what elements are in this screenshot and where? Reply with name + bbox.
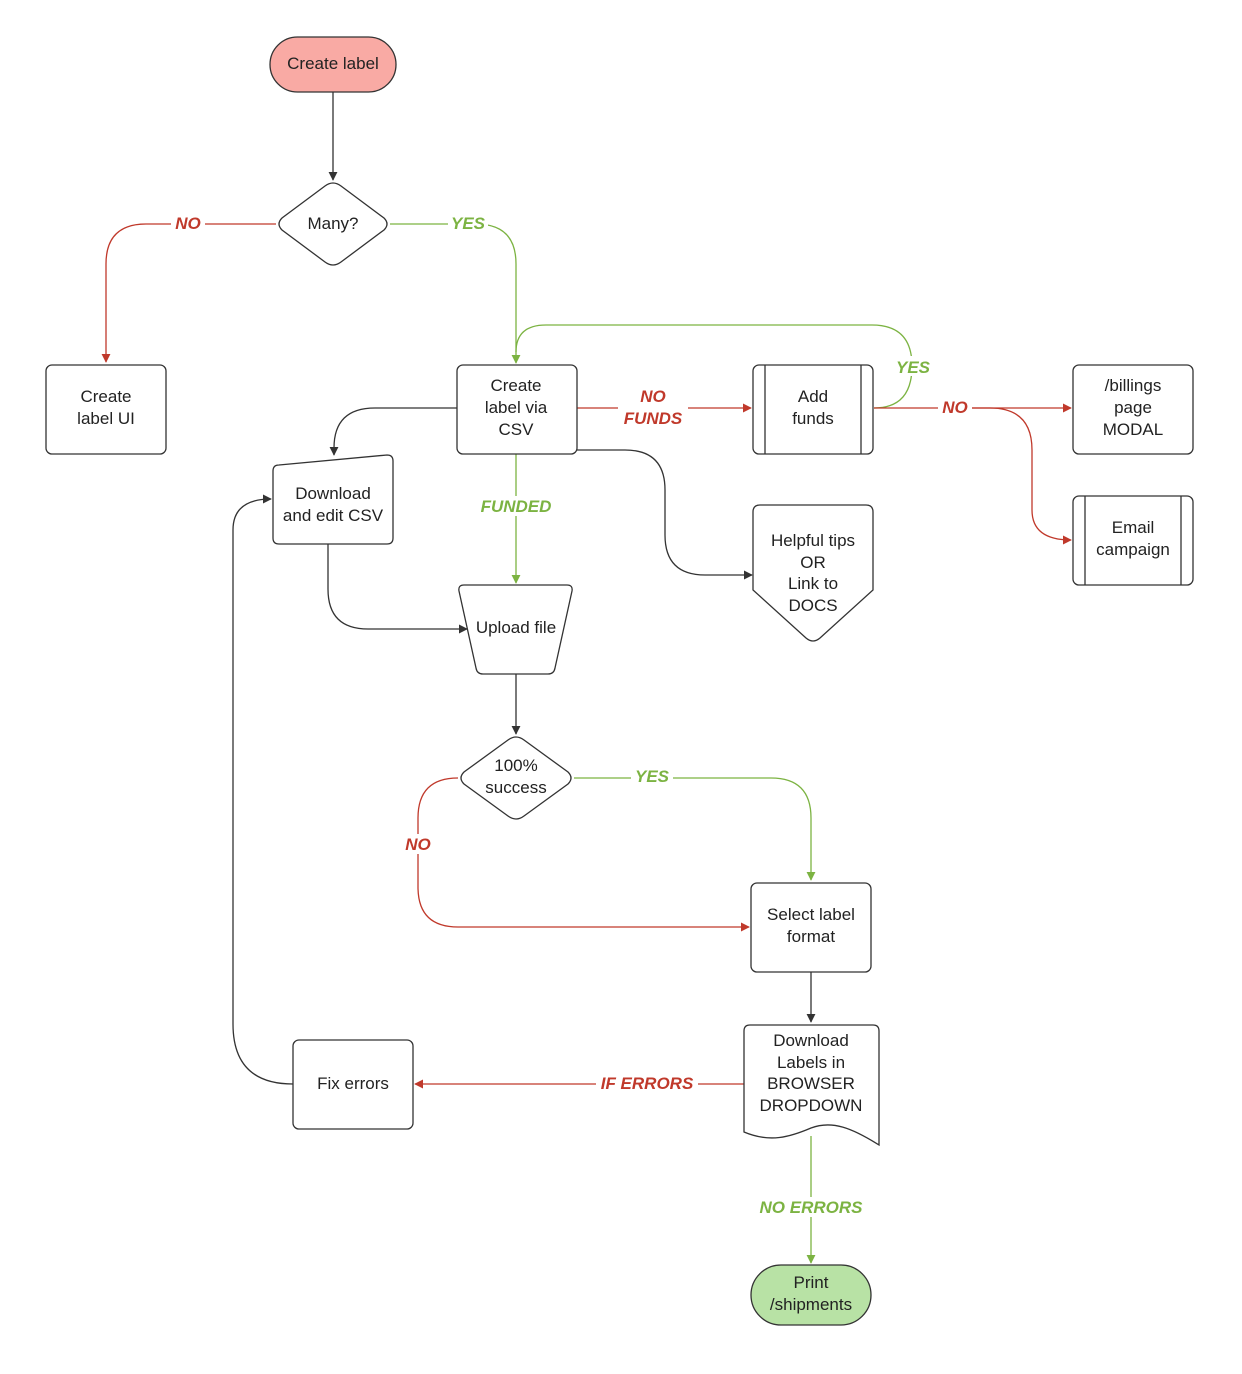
node-fix-errors: Fix errors — [292, 1039, 414, 1130]
edge-success-yes — [574, 777, 816, 881]
svg-text:NO: NO — [405, 835, 431, 854]
svg-text:FUNDS: FUNDS — [624, 409, 683, 428]
svg-text:IF ERRORS: IF ERRORS — [601, 1074, 694, 1093]
edge-label-if-errors: IF ERRORS — [596, 1073, 698, 1093]
edge-success-no — [417, 777, 750, 932]
svg-text:Add: Add — [798, 387, 828, 406]
node-create-label-via-csv: Create label via CSV — [456, 364, 578, 455]
svg-text:YES: YES — [635, 767, 670, 786]
node-create-label-ui: Create label UI — [45, 364, 167, 455]
svg-text:MODAL: MODAL — [1103, 420, 1163, 439]
svg-text:DROPDOWN: DROPDOWN — [760, 1096, 863, 1115]
svg-text:page: page — [1114, 398, 1152, 417]
svg-text:OR: OR — [800, 553, 826, 572]
node-success-decision: 100% success — [460, 736, 572, 820]
svg-text:Fix errors: Fix errors — [317, 1074, 389, 1093]
edge-label-no-funds: NO FUNDS — [618, 385, 688, 429]
svg-text:Create label: Create label — [287, 54, 379, 73]
svg-text:Print: Print — [794, 1273, 829, 1292]
edge-label-success-no: NO — [401, 834, 435, 854]
node-print-shipments: Print /shipments — [750, 1264, 872, 1326]
node-upload-file: Upload file — [458, 584, 573, 675]
svg-text:DOCS: DOCS — [788, 596, 837, 615]
edge-many-yes — [390, 223, 521, 364]
svg-text:NO: NO — [175, 214, 201, 233]
svg-text:Download: Download — [773, 1031, 849, 1050]
node-download-edit-csv: Download and edit CSV — [272, 454, 394, 545]
svg-text:and edit CSV: and edit CSV — [283, 506, 384, 525]
node-download-labels: Download Labels in BROWSER DROPDOWN — [743, 1024, 880, 1147]
svg-text:BROWSER: BROWSER — [767, 1074, 855, 1093]
node-email-campaign: Email campaign — [1072, 495, 1194, 586]
svg-text:/billings: /billings — [1105, 376, 1162, 395]
svg-text:campaign: campaign — [1096, 540, 1170, 559]
svg-text:Download: Download — [295, 484, 371, 503]
svg-text:Upload file: Upload file — [476, 618, 556, 637]
svg-text:Create: Create — [80, 387, 131, 406]
svg-text:Link to: Link to — [788, 574, 838, 593]
edge-label-many-yes: YES — [448, 213, 488, 233]
edge-csv-to-download-csv — [329, 407, 457, 456]
edge-funds-no-email — [960, 407, 1072, 545]
node-billings-modal: /billings page MODAL — [1072, 364, 1194, 455]
edge-label-no-errors: NO ERRORS — [754, 1197, 868, 1217]
svg-text:label via: label via — [485, 398, 548, 417]
svg-text:Select label: Select label — [767, 905, 855, 924]
svg-text:NO ERRORS: NO ERRORS — [760, 1198, 864, 1217]
edge-label-funds-yes: YES — [893, 356, 933, 377]
svg-text:NO: NO — [942, 398, 968, 417]
edge-funds-yes — [515, 324, 913, 409]
edge-label-many-no: NO — [171, 213, 205, 233]
edge-csv-to-tips — [577, 449, 753, 580]
edge-label-funds-no: NO — [938, 397, 972, 417]
edge-many-no — [101, 223, 276, 363]
edge-label-funded: FUNDED — [474, 496, 558, 516]
node-select-label-format: Select label format — [750, 882, 872, 973]
node-add-funds: Add funds — [752, 364, 874, 455]
svg-text:Many?: Many? — [307, 214, 358, 233]
node-create-label: Create label — [269, 36, 397, 93]
edge-download-csv-to-upload — [327, 544, 468, 634]
svg-text:Labels in: Labels in — [777, 1053, 845, 1072]
svg-text:CSV: CSV — [499, 420, 535, 439]
edge-label-success-yes: YES — [631, 767, 673, 787]
svg-text:Helpful tips: Helpful tips — [771, 531, 855, 550]
svg-text:format: format — [787, 927, 835, 946]
node-many-decision: Many? — [278, 182, 388, 266]
svg-text:Create: Create — [490, 376, 541, 395]
svg-text:/shipments: /shipments — [770, 1295, 852, 1314]
svg-text:label UI: label UI — [77, 409, 135, 428]
svg-text:YES: YES — [451, 214, 486, 233]
svg-text:100%: 100% — [494, 756, 537, 775]
svg-text:Email: Email — [1112, 518, 1155, 537]
edge-fix-to-download-csv — [232, 494, 294, 1085]
svg-text:funds: funds — [792, 409, 834, 428]
node-helpful-tips: Helpful tips OR Link to DOCS — [752, 504, 874, 642]
svg-text:YES: YES — [896, 358, 931, 377]
svg-text:FUNDED: FUNDED — [481, 497, 552, 516]
svg-text:success: success — [485, 778, 546, 797]
svg-text:NO: NO — [640, 387, 666, 406]
